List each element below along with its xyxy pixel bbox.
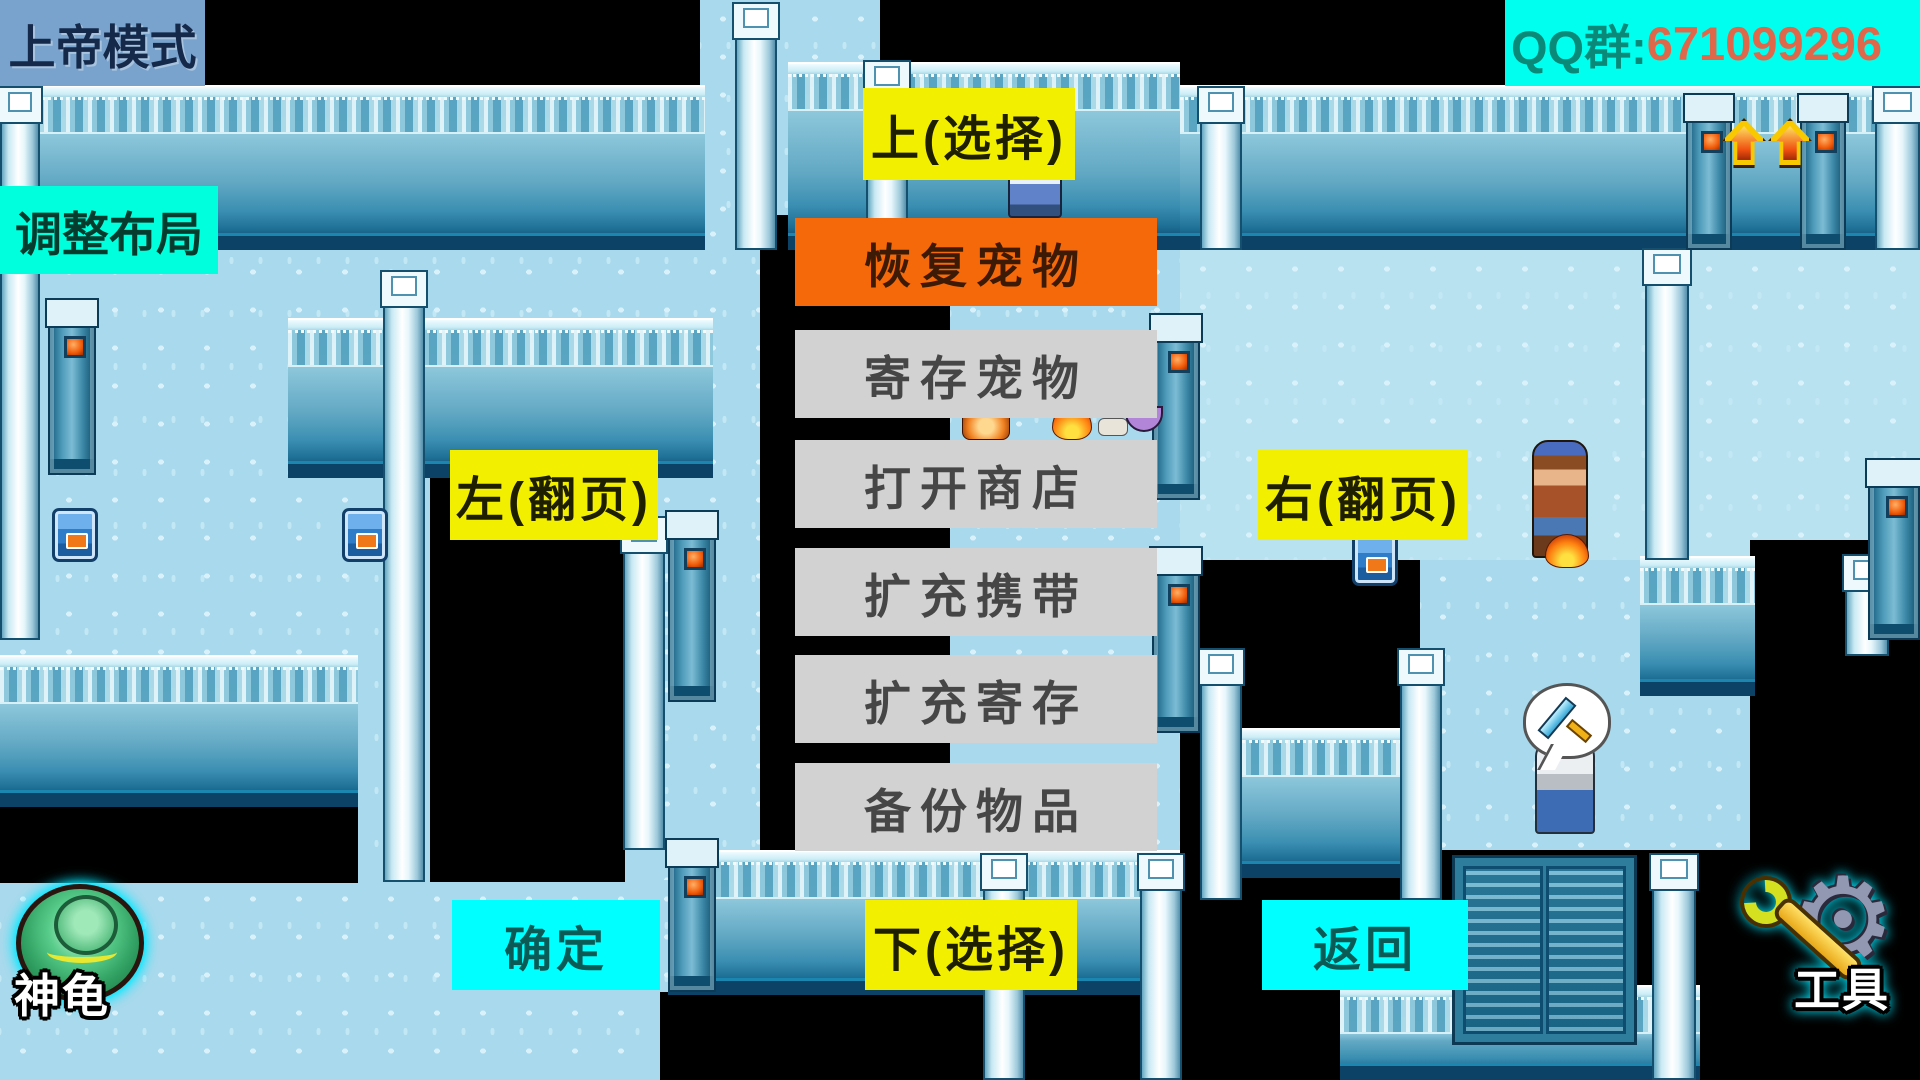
- menu-item-expand-storage[interactable]: 扩充寄存: [795, 655, 1157, 743]
- tools-label: 工具: [1794, 964, 1890, 1016]
- qq-group-number: 671099296: [1646, 16, 1883, 70]
- gem-pillar: [665, 510, 719, 702]
- wall-right-small: [1242, 728, 1402, 878]
- void-bottom-center: [660, 992, 960, 1080]
- treasure-chest: [1352, 532, 1398, 586]
- turtle-label: 神龟: [14, 970, 110, 1022]
- sword-hilt-icon: [1565, 718, 1593, 744]
- menu-item-backup-items[interactable]: 备份物品: [795, 763, 1157, 851]
- gate-door: [1452, 855, 1637, 1045]
- gem-pillar: [1865, 458, 1920, 640]
- sword-blade-icon: [1537, 696, 1577, 740]
- treasure-chest: [52, 508, 98, 562]
- menu-item-restore-pet[interactable]: 恢复宠物: [795, 218, 1157, 306]
- tools-badge[interactable]: ⚙ 工具: [1734, 862, 1918, 1048]
- turtle-icon: [16, 884, 144, 1002]
- ice-pillar: [1197, 86, 1245, 250]
- gem-pillar: [1683, 93, 1735, 250]
- ice-pillar: [1137, 853, 1185, 1080]
- up-select-button[interactable]: 上(选择): [863, 88, 1075, 180]
- menu-item-open-shop[interactable]: 打开商店: [795, 440, 1157, 528]
- ice-pillar: [620, 516, 668, 850]
- ice-pillar: [1197, 648, 1245, 900]
- void-left-low: [0, 805, 358, 883]
- ice-pillar: [1642, 248, 1692, 560]
- treasure-chest: [342, 508, 388, 562]
- gem-pillar: [45, 298, 99, 475]
- menu-item-expand-carry[interactable]: 扩充携带: [795, 548, 1157, 636]
- wall-left-lower: [0, 655, 358, 807]
- ice-pillar: [1649, 853, 1699, 1080]
- god-mode-button[interactable]: 上帝模式: [0, 0, 205, 86]
- confirm-button[interactable]: 确定: [452, 900, 660, 990]
- ice-pillar: [380, 270, 428, 882]
- speech-bubble-sword-icon: [1523, 683, 1611, 770]
- ice-pillar: [1397, 648, 1445, 900]
- wall-right-mid: [1640, 556, 1755, 696]
- left-page-button[interactable]: 左(翻页): [450, 450, 658, 540]
- qq-group-label: QQ群:: [1511, 20, 1647, 74]
- down-select-button[interactable]: 下(选择): [865, 900, 1077, 990]
- gem-pillar: [665, 838, 719, 992]
- gem-pillar: [1149, 546, 1203, 733]
- menu-item-store-pet[interactable]: 寄存宠物: [795, 330, 1157, 418]
- adjust-layout-button[interactable]: 调整布局: [0, 186, 218, 274]
- gem-pillar: [1797, 93, 1849, 250]
- torch-flame-sprite: [1545, 534, 1589, 568]
- back-button[interactable]: 返回: [1262, 900, 1468, 990]
- ice-pillar: [0, 86, 43, 640]
- right-page-button[interactable]: 右(翻页): [1258, 450, 1468, 540]
- qq-group-banner: QQ群:671099296: [1505, 0, 1920, 86]
- ice-pillar: [732, 2, 780, 250]
- bone-sprite: [1098, 418, 1128, 436]
- turtle-badge[interactable]: 神龟: [8, 882, 178, 1042]
- ice-pillar: [1872, 86, 1920, 250]
